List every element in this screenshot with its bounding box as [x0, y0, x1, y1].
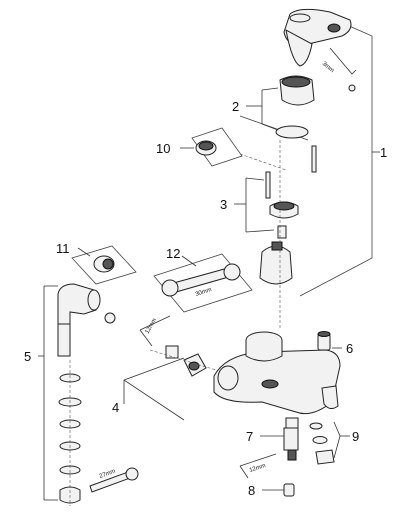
wrench-27mm: 27mm: [89, 467, 139, 493]
part-9-parts: [309, 421, 350, 465]
part-6-cap: [317, 331, 342, 351]
part-12-box: 30mm: [153, 253, 253, 313]
hex-key-12mm-lower-label: 12mm: [249, 463, 267, 474]
callout-3: 3: [220, 197, 227, 212]
part-7-spindle: [260, 417, 299, 461]
callout-9: 9: [352, 429, 359, 444]
part-3-assembly: [234, 140, 317, 330]
part-10-box: [180, 127, 287, 171]
part-8-cap: [262, 483, 295, 497]
part-4-coupling: [123, 345, 237, 421]
callout-7: 7: [246, 429, 253, 444]
hex-key-3mm-label: 3mm: [321, 61, 335, 74]
wrench-27mm-label: 27mm: [99, 469, 117, 480]
wrench-30mm-label: 30mm: [195, 287, 213, 298]
hex-key-12mm-lower: 12mm: [239, 453, 277, 479]
callout-8: 8: [248, 483, 255, 498]
hex-key-12mm-label: 12mm: [145, 318, 159, 335]
group-1-bracket: [239, 21, 380, 297]
callout-5: 5: [24, 349, 31, 364]
callout-10: 10: [156, 141, 170, 156]
hex-key-3mm: 3mm: [321, 47, 357, 92]
callout-6: 6: [346, 341, 353, 356]
part-2-cap: [246, 75, 315, 139]
callout-2: 2: [232, 99, 239, 114]
hex-key-12mm: 12mm: [139, 315, 171, 347]
callout-12: 12: [166, 246, 180, 261]
part-5-stack: [38, 283, 116, 506]
callout-labels: 1 2 3 4 5 6 7 8 9 10 11 12: [24, 99, 387, 498]
lever-handle: [283, 8, 352, 67]
callout-4: 4: [112, 400, 119, 415]
callout-11: 11: [56, 241, 70, 256]
callout-1: 1: [380, 145, 387, 160]
mixer-body: [213, 331, 341, 415]
part-11-box: [71, 245, 137, 285]
